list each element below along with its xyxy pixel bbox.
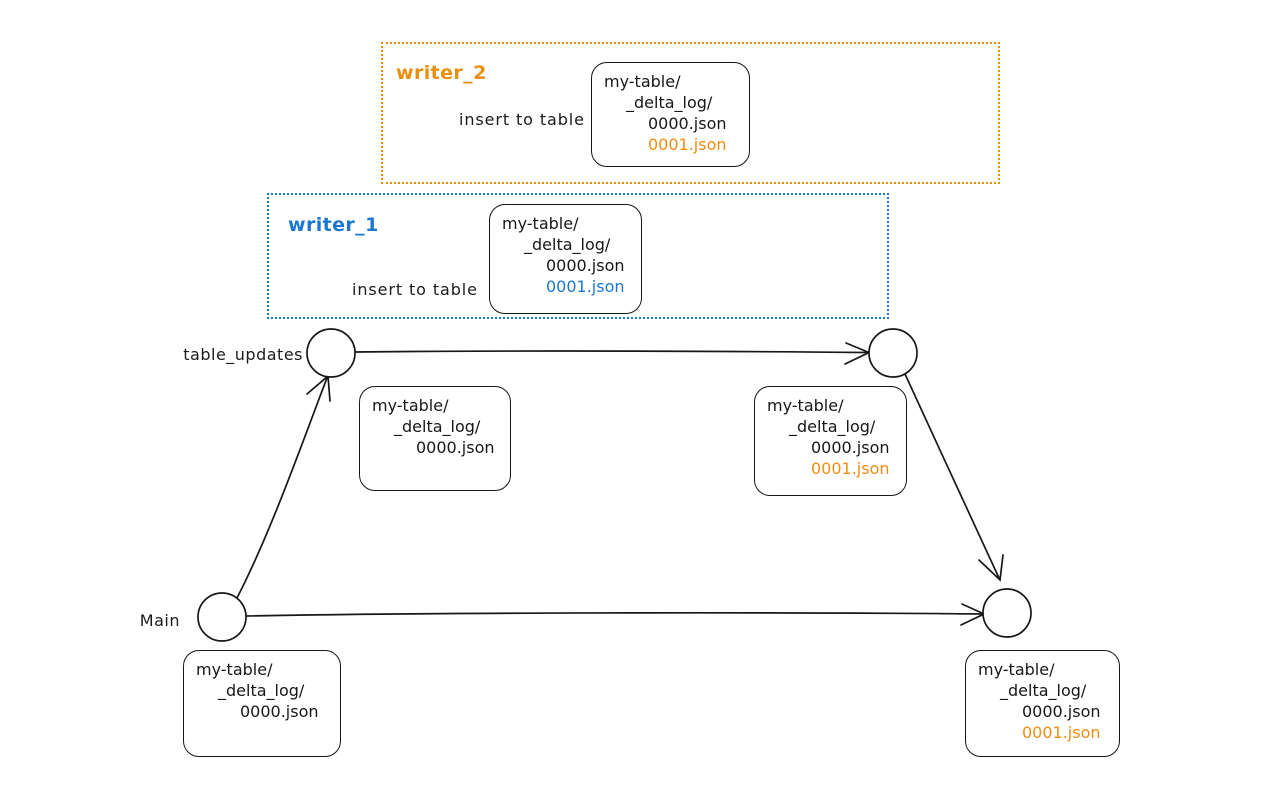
filebox-line: _delta_log/ — [524, 235, 611, 255]
filebox-line: _delta_log/ — [626, 93, 713, 113]
writer-1-filebox: my-table/ _delta_log/ 0000.json 0001.jso… — [489, 204, 642, 314]
filebox-line: 0000.json — [416, 438, 495, 458]
node-table-updates-start[interactable] — [306, 328, 356, 378]
writer-2-action-label: insert to table — [459, 110, 585, 129]
filebox-line: _delta_log/ — [218, 681, 305, 701]
filebox-line: _delta_log/ — [1000, 681, 1087, 701]
node-main-start[interactable] — [197, 592, 247, 642]
node-table-updates-end[interactable] — [868, 328, 918, 378]
writer-1-label: writer_1 — [288, 214, 379, 236]
branch-label-table-updates: table_updates — [183, 345, 303, 364]
filebox-line-accent: 0001.json — [546, 277, 625, 297]
filebox-line: my-table/ — [978, 660, 1055, 679]
filebox-line: my-table/ — [502, 214, 579, 233]
branch-label-main: Main — [139, 611, 180, 630]
filebox-line: my-table/ — [767, 396, 844, 415]
filebox-line: _delta_log/ — [394, 417, 481, 437]
writer-2-label: writer_2 — [396, 62, 487, 84]
filebox-line-accent: 0001.json — [1022, 723, 1101, 743]
filebox-line: my-table/ — [196, 660, 273, 679]
filebox-line-accent: 0001.json — [648, 135, 727, 155]
table-updates-commit-filebox: my-table/ _delta_log/ 0000.json 0001.jso… — [754, 386, 907, 496]
edge-branch-out — [236, 374, 331, 599]
table-updates-initial-filebox: my-table/ _delta_log/ 0000.json — [359, 386, 511, 491]
filebox-line: my-table/ — [604, 72, 681, 91]
filebox-line: 0000.json — [1022, 702, 1101, 722]
writer-2-panel — [381, 42, 1000, 184]
node-main-end[interactable] — [982, 588, 1032, 638]
writer-1-action-label: insert to table — [352, 280, 478, 299]
filebox-line: 0000.json — [546, 256, 625, 276]
main-merged-filebox: my-table/ _delta_log/ 0000.json 0001.jso… — [965, 650, 1120, 757]
filebox-line: 0000.json — [240, 702, 319, 722]
edge-main — [245, 603, 987, 626]
main-initial-filebox: my-table/ _delta_log/ 0000.json — [183, 650, 341, 757]
edge-merge-in — [904, 373, 1004, 582]
edge-table-updates — [354, 342, 872, 365]
filebox-line: 0000.json — [811, 438, 890, 458]
filebox-line: my-table/ — [372, 396, 449, 415]
filebox-line: _delta_log/ — [789, 417, 876, 437]
writer-2-filebox: my-table/ _delta_log/ 0000.json 0001.jso… — [591, 62, 750, 167]
filebox-line: 0000.json — [648, 114, 727, 134]
filebox-line-accent: 0001.json — [811, 459, 890, 479]
writer-1-panel — [267, 193, 889, 319]
